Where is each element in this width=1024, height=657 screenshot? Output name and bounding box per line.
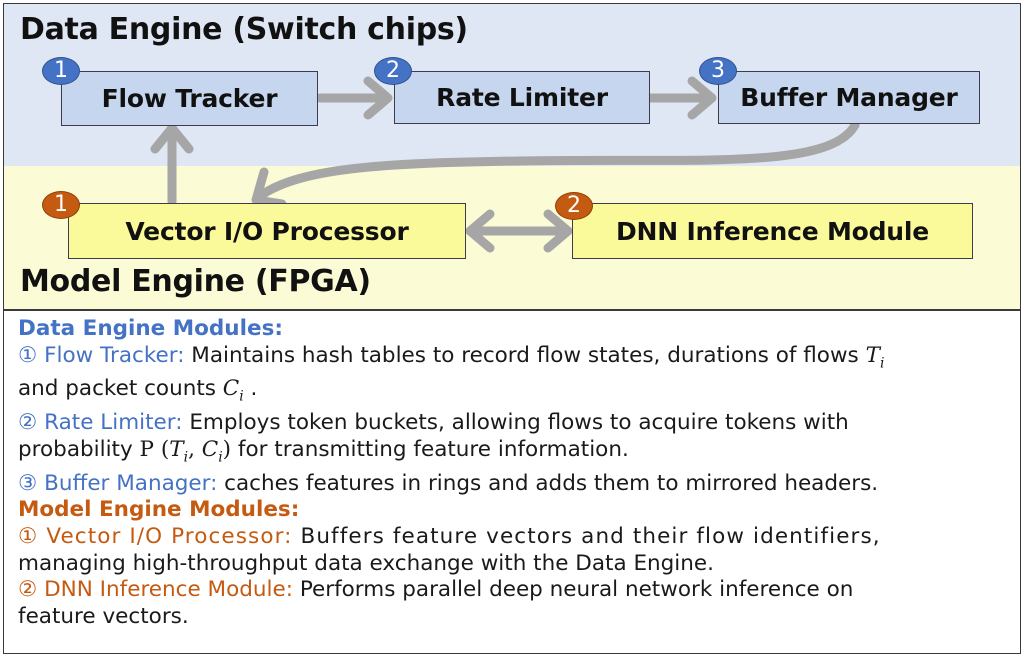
model-engine-modules-heading: Model Engine Modules: <box>18 497 300 523</box>
rate-limiter-description: ② Rate Limiter: Employs token buckets, a… <box>18 410 1018 437</box>
module-descriptions: Data Engine Modules: ① Flow Tracker: Mai… <box>18 316 1018 630</box>
item-text: Maintains hash tables to record flow sta… <box>184 342 866 368</box>
flow-tracker-box: Flow Tracker <box>61 71 318 126</box>
dnn-inference-description-cont: feature vectors. <box>18 603 189 629</box>
data-badge-3: 3 <box>699 57 737 85</box>
item-text: Buffers feature vectors and their flow i… <box>292 524 881 550</box>
item-marker: ③ <box>18 470 38 496</box>
buffer-manager-box: Buffer Manager <box>718 71 980 124</box>
item-marker: ② <box>18 410 38 436</box>
probability-formula: P (Ti, Ci) <box>139 436 232 466</box>
var-C: Ci <box>222 376 244 405</box>
item-marker: ① <box>18 342 38 368</box>
model-engine-title: Model Engine (FPGA) <box>20 264 371 299</box>
dnn-inference-module-label: DNN Inference Module <box>615 216 930 246</box>
rate-limiter-description-cont: probability P (Ti, Ci) for transmitting … <box>18 436 629 466</box>
flow-tracker-description-cont: and packet counts Ci . <box>18 376 258 405</box>
model-badge-1: 1 <box>42 191 80 219</box>
data-engine-title: Data Engine (Switch chips) <box>20 12 468 47</box>
rate-limiter-label: Rate Limiter <box>436 83 608 112</box>
buffer-manager-description: ③ Buffer Manager: caches features in rin… <box>18 471 1018 498</box>
vector-io-processor-box: Vector I/O Processor <box>68 203 466 259</box>
data-badge-2: 2 <box>374 57 412 85</box>
item-name: Flow Tracker: <box>44 342 185 368</box>
item-name: Rate Limiter: <box>44 410 183 436</box>
vector-io-processor-label: Vector I/O Processor <box>125 216 409 246</box>
model-badge-2: 2 <box>555 192 593 220</box>
vector-io-description-cont: managing high-throughput data exchange w… <box>18 550 714 576</box>
buffer-manager-label: Buffer Manager <box>740 83 958 112</box>
data-badge-1: 1 <box>42 57 80 85</box>
vector-io-description: ① Vector I/O Processor: Buffers feature … <box>18 524 1018 551</box>
figure-frame <box>3 3 1021 654</box>
flow-tracker-description: ① Flow Tracker: Maintains hash tables to… <box>18 343 1018 377</box>
item-name: DNN Inference Module: <box>44 577 293 603</box>
data-engine-modules-heading: Data Engine Modules: <box>18 316 283 341</box>
item-text: Employs token buckets, allowing flows to… <box>182 410 849 436</box>
item-name: Buffer Manager: <box>44 470 218 496</box>
item-marker: ① <box>18 524 39 550</box>
var-T: Ti <box>865 342 885 371</box>
rate-limiter-box: Rate Limiter <box>394 71 650 124</box>
item-name: Vector I/O Processor: <box>46 524 293 550</box>
dnn-inference-module-box: DNN Inference Module <box>572 203 973 259</box>
flow-tracker-label: Flow Tracker <box>101 84 278 113</box>
item-text: and packet counts <box>18 376 223 402</box>
item-text: Performs parallel deep neural network in… <box>292 577 854 603</box>
item-marker: ② <box>18 577 38 603</box>
divider <box>3 309 1021 311</box>
item-text: caches features in rings and adds them t… <box>217 470 879 496</box>
dnn-inference-description: ② DNN Inference Module: Performs paralle… <box>18 577 1018 604</box>
